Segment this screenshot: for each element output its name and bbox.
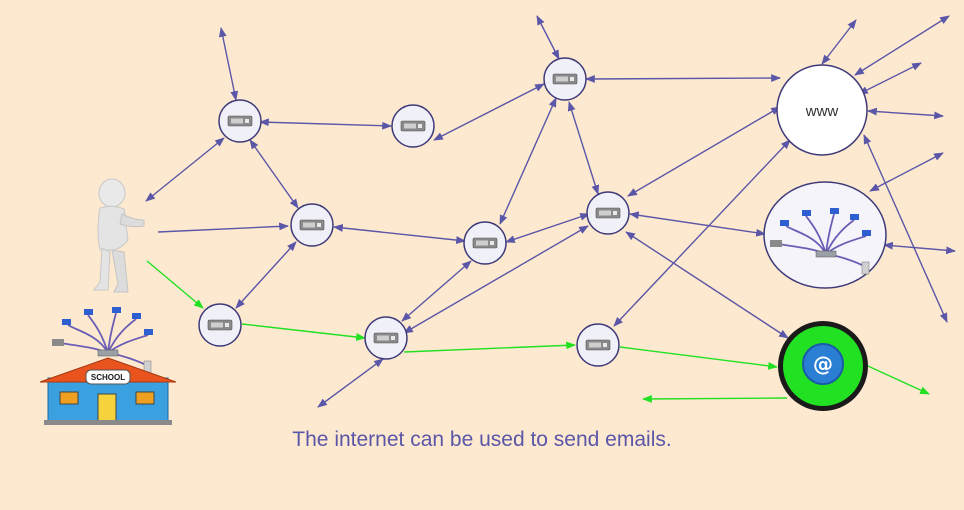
network-links [145,15,956,408]
link [235,241,297,309]
school-sign: SCHOOL [91,373,125,382]
router-node [586,191,630,235]
link [433,83,545,141]
router-node [364,316,408,360]
link [259,118,392,130]
router-node [576,323,620,367]
router-node [218,99,262,143]
link [629,211,766,237]
email-path-segment [619,346,778,370]
link [863,134,948,323]
link [883,241,956,255]
link [505,213,590,243]
link [499,97,557,225]
link [854,15,950,76]
link [317,358,384,408]
link [333,224,466,244]
link [218,27,239,101]
at-symbol: @ [813,352,833,376]
router-icon [552,73,578,85]
router-icon [400,120,426,132]
email-path [146,260,930,403]
email-path-segment [642,395,788,403]
router-icon [585,339,611,351]
router-node [543,57,587,101]
link [867,107,944,120]
router-icon [595,207,621,219]
router-icon [373,332,399,344]
router-icon [227,115,253,127]
router-icon [472,237,498,249]
link [613,139,791,327]
office-network-node [763,181,887,289]
link [401,260,472,322]
link [585,74,781,83]
www-label: www [805,103,839,120]
email-path-segment [867,365,930,395]
router-node [290,203,334,247]
person-icon [93,178,145,293]
router-icon [207,319,233,331]
link [567,101,600,195]
router-node [198,303,242,347]
school-building-icon: SCHOOL [39,357,177,425]
www-server-node: www [776,64,868,156]
email-path-segment [403,341,576,353]
link [145,137,225,202]
email-path-segment [241,323,366,341]
link [249,139,299,209]
router-node [391,104,435,148]
link [403,225,589,334]
link [536,15,560,60]
link [625,231,789,339]
person-outgoing-link [157,222,289,233]
email-path-segment [146,260,204,309]
router-icon [299,219,325,231]
link [858,62,922,95]
router-node [463,221,507,265]
link [821,19,857,65]
link [627,106,781,197]
caption-text: The internet can be used to send emails. [292,428,672,451]
email-at-icon [802,343,844,385]
email-server-node: @ [778,321,868,411]
